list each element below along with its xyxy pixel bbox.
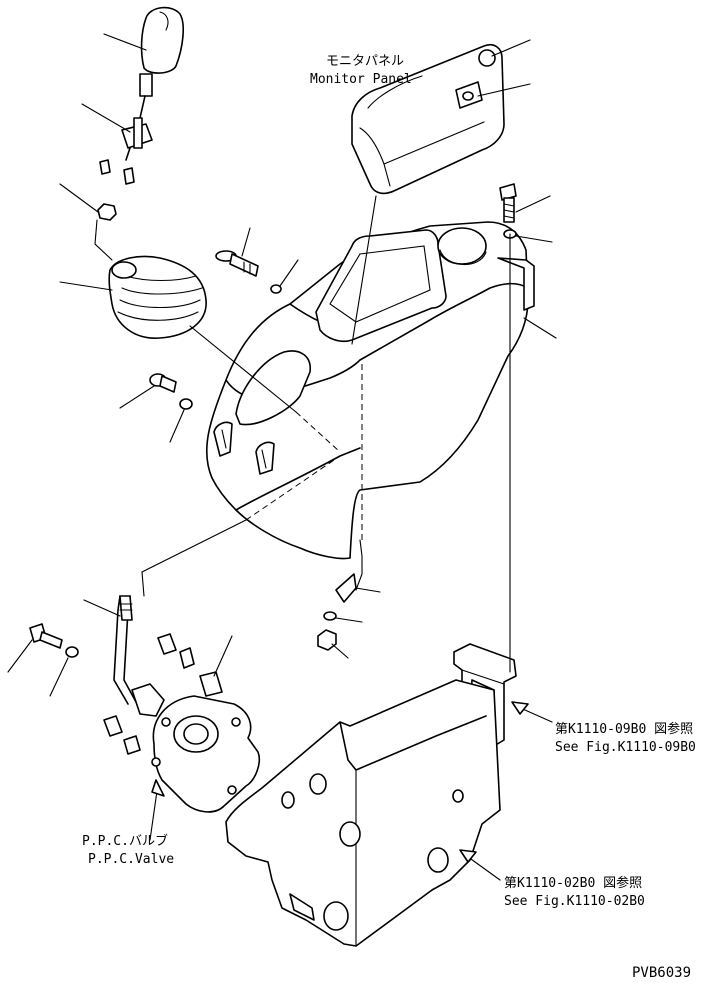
monitor-panel-label-jp: モニタパネル <box>326 54 405 69</box>
washer-c <box>179 398 193 410</box>
washer-d <box>65 646 79 658</box>
ref-0980-label-en: See Fig.K1110-09B0 <box>555 740 696 755</box>
fittings <box>103 633 223 755</box>
ppc-valve-label-jp: P.P.C.バルブ <box>82 834 168 849</box>
washer-a <box>270 284 282 294</box>
clip <box>335 573 357 603</box>
rubber-boot <box>108 255 207 339</box>
ppc-valve <box>131 683 261 813</box>
nut-b <box>317 629 337 651</box>
bolt-lower-left <box>29 623 63 649</box>
pin <box>215 250 259 277</box>
washer-e <box>323 611 337 621</box>
monitor-panel <box>351 43 505 195</box>
base-plate <box>225 679 501 947</box>
bolt-top <box>499 183 517 223</box>
lever-knob <box>139 6 185 119</box>
ppc-valve-label-en: P.P.C.Valve <box>88 852 175 867</box>
nut <box>94 203 117 261</box>
cap <box>478 49 496 67</box>
drawing-code: PVB6039 <box>632 965 692 981</box>
monitor-panel-label-en: Monitor Panel <box>310 72 412 87</box>
ref-0980-label-jp: 第K1110-09B0 図参照 <box>555 722 694 737</box>
hose <box>113 595 137 705</box>
ref-0280-label-jp: 第K1110-02B0 図参照 <box>504 876 643 891</box>
leader-lines <box>7 33 557 881</box>
bolt-left <box>149 373 177 393</box>
console-housing <box>205 221 535 560</box>
lever-rod <box>99 117 153 185</box>
ref-0280-label-en: See Fig.K1110-02B0 <box>504 894 645 909</box>
